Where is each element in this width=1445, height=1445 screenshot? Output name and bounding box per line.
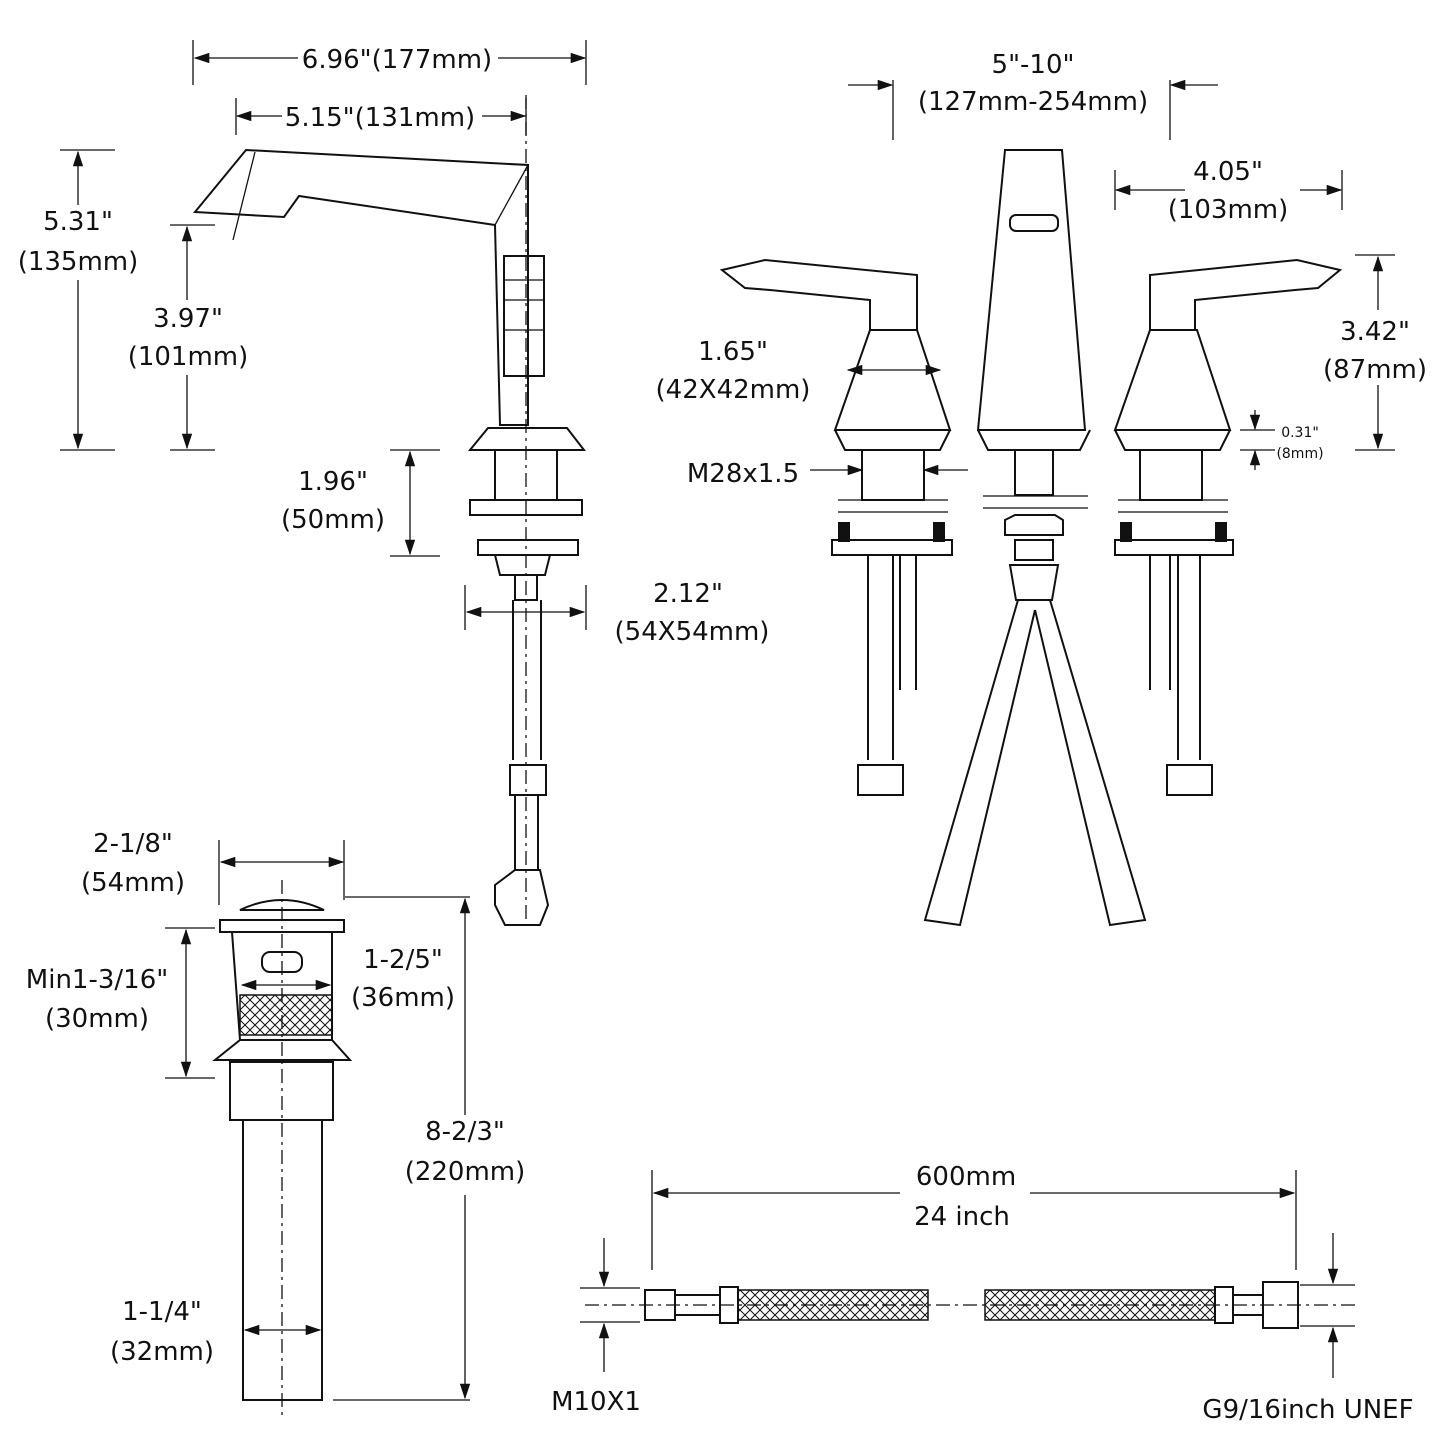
hose-length-mm-label: 600mm — [916, 1162, 1016, 1192]
spread-mm-label: (127mm-254mm) — [918, 87, 1148, 117]
drain-dimensions — [165, 840, 471, 1401]
handle-height-inch-label: 3.42" — [1340, 317, 1410, 347]
front-view-faucet — [719, 149, 1343, 927]
thread-label: M28x1.5 — [687, 459, 799, 489]
drain-min-mm-label: (30mm) — [45, 1004, 149, 1034]
handle-length-inch-label: 4.05" — [1193, 157, 1263, 187]
drain-body-inch-label: 1-2/5" — [363, 945, 443, 975]
shank-inch-label: 1.96" — [298, 467, 368, 497]
supply-hose — [585, 1281, 1355, 1329]
drain-tail-mm-label: (32mm) — [110, 1337, 214, 1367]
shank-mm-label: (50mm) — [281, 505, 385, 535]
pop-up-drain — [212, 880, 353, 1420]
hose-dimensions — [580, 1170, 1355, 1378]
plate-inch-label: 0.31" — [1281, 425, 1319, 441]
overall-length-label: 6.96"(177mm) — [302, 45, 492, 75]
drain-length-mm-label: (220mm) — [405, 1157, 526, 1187]
side-view-faucet — [192, 95, 587, 926]
height-mm-label: (135mm) — [18, 247, 139, 277]
drain-body-mm-label: (36mm) — [351, 983, 455, 1013]
drain-cap-inch-label: 2-1/8" — [93, 829, 173, 859]
side-view-dimensions — [60, 40, 587, 630]
hose-length-inch-label: 24 inch — [914, 1202, 1010, 1232]
hose-right-thread-label: G9/16inch UNEF — [1202, 1395, 1413, 1425]
handle-base-inch-label: 1.65" — [698, 337, 768, 367]
front-view-dimensions — [810, 79, 1395, 476]
handle-length-mm-label: (103mm) — [1168, 195, 1289, 225]
plate-mm-label: (8mm) — [1276, 446, 1323, 462]
spread-inch-label: 5"-10" — [992, 50, 1075, 80]
spout-height-inch-label: 3.97" — [153, 304, 223, 334]
handle-base-mm-label: (42X42mm) — [656, 375, 811, 405]
handle-height-mm-label: (87mm) — [1323, 355, 1427, 385]
hose-left-thread-label: M10X1 — [551, 1387, 641, 1417]
drain-cap-mm-label: (54mm) — [81, 868, 185, 898]
drain-tail-inch-label: 1-1/4" — [122, 1297, 202, 1327]
spout-height-mm-label: (101mm) — [128, 342, 249, 372]
spout-reach-label: 5.15"(131mm) — [285, 103, 475, 133]
base-mm-label: (54X54mm) — [615, 617, 770, 647]
height-inch-label: 5.31" — [43, 207, 113, 237]
base-inch-label: 2.12" — [653, 579, 723, 609]
drain-length-inch-label: 8-2/3" — [425, 1117, 505, 1147]
drain-min-inch-label: Min1-3/16" — [26, 965, 168, 995]
